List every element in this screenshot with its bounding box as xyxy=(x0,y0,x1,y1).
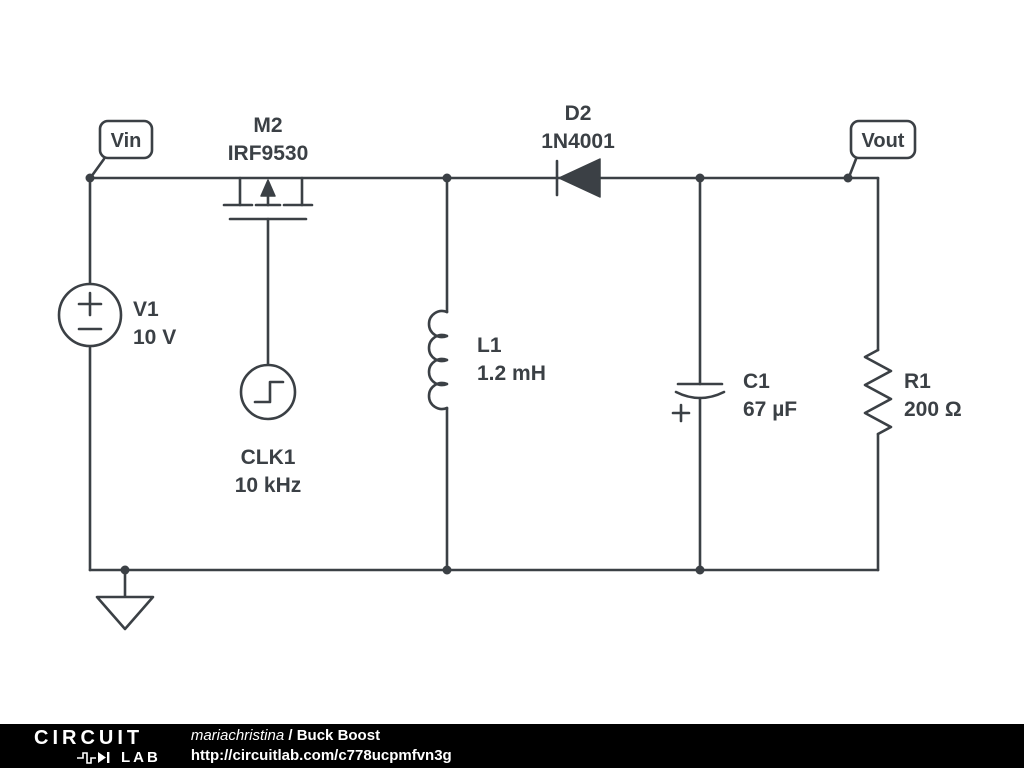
vin-flag-box xyxy=(98,119,154,160)
d2-value: 1N4001 xyxy=(541,130,615,153)
clk1-body xyxy=(239,363,297,421)
schematic-canvas: Vin Vout V1 10 V M2 IRF9530 xyxy=(57,102,962,631)
ground-triangle-icon xyxy=(95,595,155,631)
circuitlab-logo: CIRCUIT LAB xyxy=(34,728,161,765)
vout-flag-label: Vout xyxy=(862,130,905,152)
clk1-designator: CLK1 xyxy=(241,446,296,469)
schematic-title: Buck Boost xyxy=(296,727,381,745)
v1-value: 10 V xyxy=(133,326,176,349)
logo-lab-text: LAB xyxy=(121,748,161,766)
m2-arrow-icon xyxy=(260,179,276,197)
schematic-url-link[interactable]: http://circuitlab.com/c778ucpmfvn3g xyxy=(190,747,452,764)
r1-value: 200 Ω xyxy=(904,398,962,421)
v1-designator: V1 xyxy=(133,298,159,321)
diode-d2[interactable] xyxy=(555,158,601,198)
d2-designator: D2 xyxy=(565,102,592,125)
l1-value: 1.2 mH xyxy=(477,362,546,385)
clock-source-clk1[interactable] xyxy=(239,363,297,421)
d2-triangle-icon xyxy=(558,158,601,198)
mosfet-m2[interactable] xyxy=(222,176,314,221)
junction-dot xyxy=(695,565,705,575)
c1-plate-curved xyxy=(674,390,726,400)
byline-separator: / xyxy=(284,727,297,745)
waveform-icon xyxy=(77,751,110,764)
r1-designator: R1 xyxy=(904,370,931,393)
junction-dot xyxy=(120,565,130,575)
square-wave-icon xyxy=(253,380,285,404)
inductor-l1[interactable] xyxy=(427,309,449,411)
net-flag-vin[interactable]: Vin xyxy=(89,119,154,179)
resistor-r1[interactable] xyxy=(863,348,893,436)
c1-designator: C1 xyxy=(743,370,770,393)
logo-lab-row: LAB xyxy=(76,750,161,765)
junction-dot xyxy=(843,173,853,183)
capacitor-c1[interactable] xyxy=(671,382,726,423)
vin-flag-label: Vin xyxy=(111,130,142,152)
ground-symbol[interactable] xyxy=(95,595,155,631)
clk1-value: 10 kHz xyxy=(235,474,302,497)
junction-dot xyxy=(85,173,95,183)
junction-dot xyxy=(442,565,452,575)
schematic-byline: mariachristina / Buck Boost xyxy=(191,726,452,746)
junction-dots xyxy=(85,173,853,575)
junction-dot xyxy=(695,173,705,183)
net-flag-vout[interactable]: Vout xyxy=(847,119,917,179)
m2-value: IRF9530 xyxy=(228,142,309,165)
r1-zigzag xyxy=(863,348,893,436)
m2-designator: M2 xyxy=(253,114,282,137)
logo-circuit-text: CIRCUIT xyxy=(34,726,144,749)
junction-dot xyxy=(442,173,452,183)
vin-flag-tail xyxy=(89,157,106,179)
c1-value: 67 µF xyxy=(743,398,797,421)
footer-meta: mariachristina / Buck Boost http://circu… xyxy=(191,726,452,766)
vout-flag-box xyxy=(849,119,917,160)
l1-designator: L1 xyxy=(477,334,502,357)
author-name: mariachristina xyxy=(190,727,285,745)
vout-flag-tail xyxy=(847,157,858,179)
l1-coil xyxy=(427,309,449,411)
footer-bar: CIRCUIT LAB mariachristina / Buck Boost … xyxy=(0,724,1024,768)
voltage-source-v1[interactable] xyxy=(57,282,123,348)
